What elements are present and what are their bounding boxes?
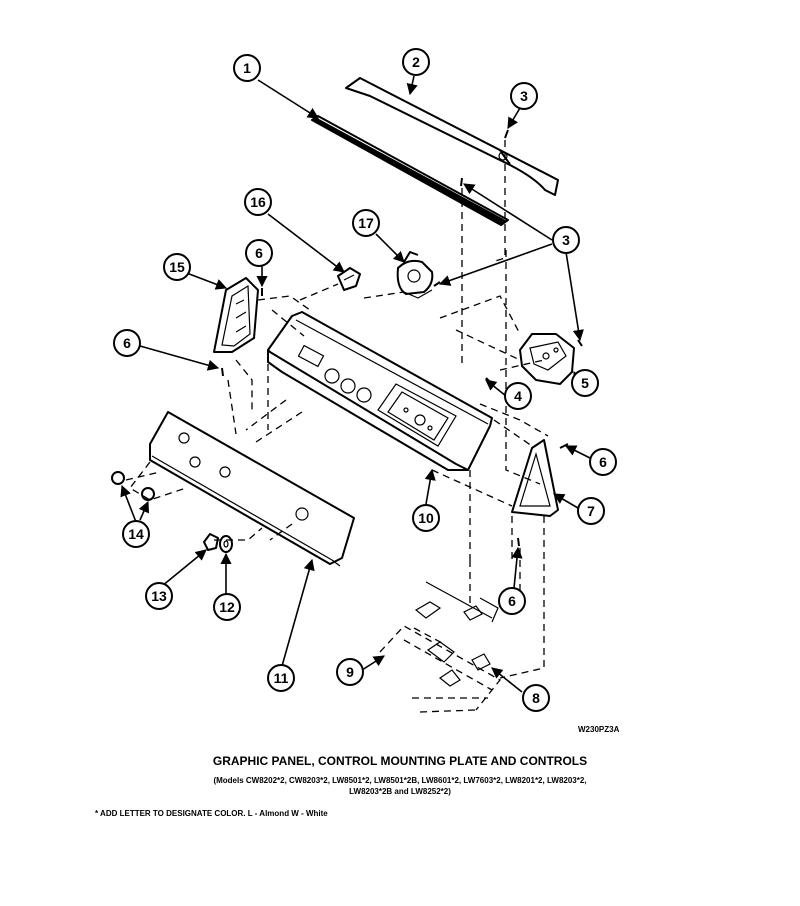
- svg-text:12: 12: [219, 599, 235, 615]
- svg-text:3: 3: [562, 232, 570, 248]
- model-list-line-2: LW8203*2B and LW8252*2): [349, 787, 451, 796]
- callout-11: 11: [267, 664, 295, 692]
- callout-6-bottom: 6: [498, 587, 526, 615]
- svg-text:6: 6: [599, 454, 607, 470]
- part-right-end-cap: [511, 439, 559, 517]
- svg-text:6: 6: [508, 593, 516, 609]
- svg-text:9: 9: [346, 664, 354, 680]
- callout-17: 17: [352, 209, 380, 237]
- svg-text:13: 13: [151, 588, 167, 604]
- part-selector-switch: [396, 251, 434, 299]
- svg-text:10: 10: [418, 510, 434, 526]
- drawing-code: W230PZ3A: [578, 725, 620, 734]
- callout-5: 5: [571, 369, 599, 397]
- svg-text:11: 11: [274, 670, 289, 686]
- callout-14: 14: [122, 520, 150, 548]
- svg-text:7: 7: [587, 503, 595, 519]
- callout-6-left: 6: [113, 329, 141, 357]
- color-note: * ADD LETTER TO DESIGNATE COLOR. L - Alm…: [95, 809, 328, 818]
- svg-text:1: 1: [243, 60, 251, 76]
- callout-9: 9: [336, 658, 364, 686]
- svg-text:15: 15: [169, 259, 185, 275]
- svg-text:6: 6: [123, 335, 131, 351]
- svg-text:6: 6: [255, 245, 263, 261]
- part-light-strip: [311, 115, 509, 226]
- callout-16: 16: [244, 188, 272, 216]
- part-timer: [519, 333, 575, 385]
- model-list-line-1: (Models CW8202*2, CW8203*2, LW8501*2, LW…: [213, 776, 587, 785]
- callout-8: 8: [522, 684, 550, 712]
- svg-text:8: 8: [532, 690, 540, 706]
- callout-4: 4: [504, 382, 532, 410]
- callout-15: 15: [163, 253, 191, 281]
- part-knobs: [111, 471, 155, 501]
- part-small-switch: [337, 267, 361, 291]
- svg-text:4: 4: [514, 388, 522, 404]
- callout-1: 1: [233, 54, 261, 82]
- callout-6-upper-left: 6: [245, 239, 273, 267]
- diagram-title: GRAPHIC PANEL, CONTROL MOUNTING PLATE AN…: [212, 754, 588, 768]
- callout-7: 7: [577, 497, 605, 525]
- svg-text:14: 14: [128, 526, 144, 542]
- callout-3-mid: 3: [552, 226, 580, 254]
- part-knob-assembly: [203, 533, 233, 553]
- part-graphic-panel: [149, 411, 355, 567]
- leader-lines: [120, 75, 591, 693]
- assembly-lines: [125, 140, 549, 713]
- svg-text:17: 17: [358, 215, 374, 231]
- svg-text:16: 16: [250, 194, 266, 210]
- svg-text:3: 3: [520, 88, 528, 104]
- model-list: (Models CW8202*2, CW8203*2, LW8501*2, LW…: [0, 775, 800, 797]
- part-left-end-cap: [213, 277, 259, 353]
- part-control-mounting-plate: [267, 311, 493, 471]
- callout-6-right: 6: [589, 448, 617, 476]
- callout-10: 10: [412, 504, 440, 532]
- callout-3-top: 3: [510, 82, 538, 110]
- svg-text:5: 5: [581, 375, 589, 391]
- svg-text:2: 2: [412, 54, 420, 70]
- callout-12: 12: [213, 593, 241, 621]
- callout-2: 2: [402, 48, 430, 76]
- callout-13: 13: [145, 582, 173, 610]
- part-bracket: [379, 581, 501, 711]
